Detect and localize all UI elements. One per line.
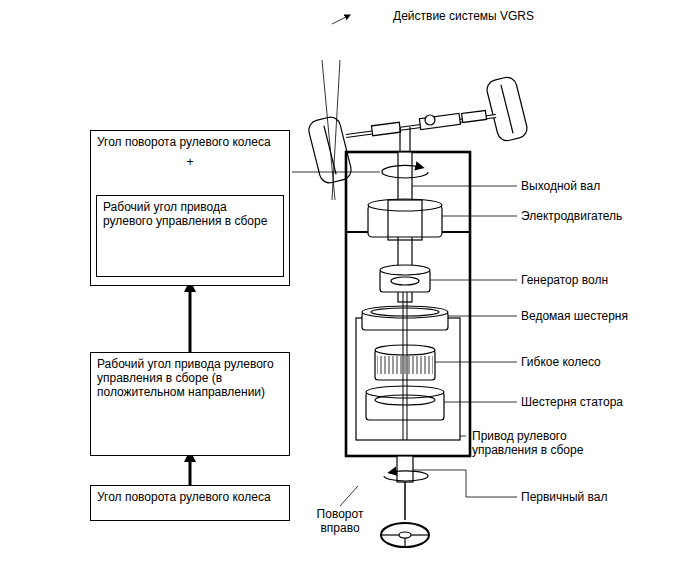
part-label: Шестерня статора bbox=[521, 395, 623, 409]
process-box: Угол поворота рулевого колеса + Рабочий уг… bbox=[90, 130, 290, 286]
part-label: Привод рулевого управления в сборе bbox=[472, 429, 592, 457]
part-label: Поворот вправо bbox=[312, 507, 368, 535]
part-label: Действие системы VGRS bbox=[393, 9, 534, 23]
part-label: Генератор волн bbox=[521, 273, 608, 287]
part-label: Ведомая шестерня bbox=[521, 309, 628, 323]
part-label: Гибкое колесо bbox=[521, 355, 601, 369]
part-label: Выходной вал bbox=[521, 179, 600, 193]
process-box: Рабочий угол привода рулевого управления… bbox=[90, 352, 290, 456]
process-box: Рабочий угол привода рулевого управления… bbox=[96, 195, 284, 277]
box-text: Угол поворота рулевого колеса bbox=[97, 490, 283, 504]
box-text: Угол поворота рулевого колеса bbox=[97, 135, 283, 149]
part-label: Первичный вал bbox=[521, 490, 608, 504]
flow-arrow bbox=[189, 456, 192, 485]
box-text: + bbox=[97, 155, 283, 169]
box-text: Рабочий угол привода рулевого управления… bbox=[103, 200, 277, 228]
flow-arrow bbox=[189, 286, 192, 352]
process-box: Угол поворота рулевого колеса bbox=[90, 485, 290, 521]
part-label: Электродвигатель bbox=[521, 209, 622, 223]
box-text: Рабочий угол привода рулевого управления… bbox=[97, 357, 283, 399]
